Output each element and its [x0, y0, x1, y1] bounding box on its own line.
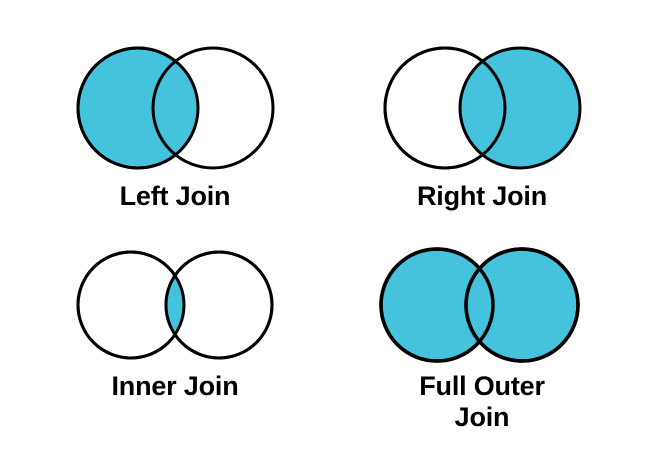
- venn-label-full-outer-join: Full Outer Join: [419, 371, 545, 432]
- venn-diagram-left-join: [70, 38, 280, 172]
- intersection-region: [379, 247, 495, 363]
- left-set-outline: [383, 46, 507, 170]
- right-set-outline: [458, 46, 582, 170]
- intersection-region: [460, 48, 505, 168]
- venn-label-left-join: Left Join: [119, 181, 231, 211]
- venn-diagram-right-join: [377, 38, 587, 172]
- left-set-outline: [464, 247, 580, 363]
- venn-diagram-inner-join: [70, 244, 280, 364]
- intersection-region: [153, 48, 198, 168]
- right-set-outline: [164, 250, 274, 360]
- left-set-outline: [76, 46, 200, 170]
- right-set-outline: [151, 46, 275, 170]
- venn-label-inner-join: Inner Join: [111, 371, 239, 401]
- venn-diagram-full-outer-join: [374, 242, 589, 368]
- venn-label-right-join: Right Join: [417, 181, 547, 211]
- left-set-outline: [76, 250, 186, 360]
